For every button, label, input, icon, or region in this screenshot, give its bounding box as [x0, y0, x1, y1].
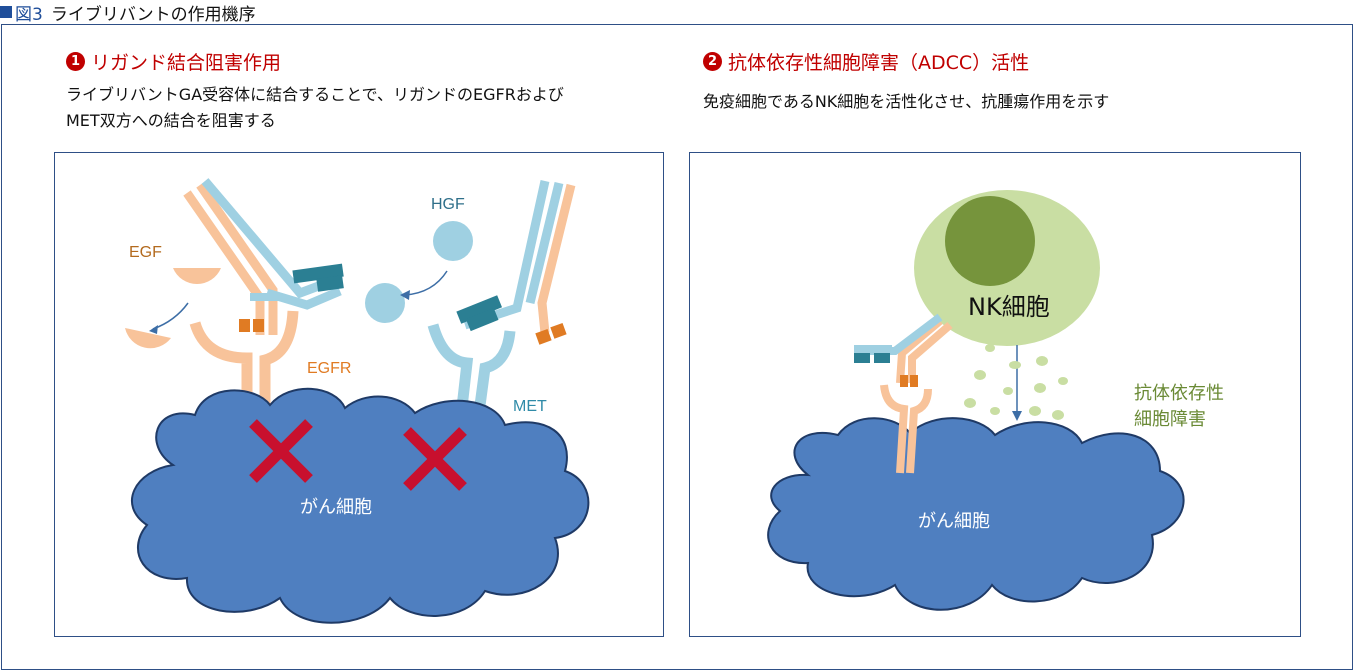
egf-arrow: [152, 302, 189, 330]
section2-description: 免疫細胞であるNK細胞を活性化させ、抗腫瘍作用を示す: [703, 92, 1110, 111]
hgf-arrow: [404, 270, 448, 296]
antibody-left: [183, 178, 344, 335]
met-receptor: [427, 323, 516, 444]
label-met: MET: [513, 398, 547, 415]
label-adcc-line1: 抗体依存性: [1134, 383, 1224, 404]
blocked-cross-right: [403, 427, 467, 491]
label-egf: EGF: [129, 244, 162, 261]
figure-number: 図3: [15, 4, 43, 25]
egfr-receptor-2: [880, 384, 932, 474]
panel1-diagram: EGF HGF EGFR MET がん細胞: [125, 178, 590, 624]
egf-arrowhead: [149, 325, 158, 334]
section1-description: ライブリバントGA受容体に結合することで、リガンドのEGFRおよび MET双方へ…: [66, 82, 564, 134]
section1-description-line1: ライブリバントGA受容体に結合することで、リガンドのEGFRおよび: [66, 85, 564, 104]
label-cancer-cell-2: がん細胞: [918, 511, 990, 532]
label-egfr: EGFR: [307, 360, 351, 377]
hgf-arrowhead: [400, 290, 410, 300]
panel-adcc: NK細胞 抗体依存性 細胞障害 がん細胞: [689, 152, 1301, 637]
title-square-icon: [0, 6, 12, 18]
label-cancer-cell-1: がん細胞: [300, 497, 372, 518]
section2-heading: 2 抗体依存性細胞障害（ADCC）活性: [703, 48, 1029, 75]
panel2-diagram: NK細胞 抗体依存性 細胞障害 がん細胞: [767, 190, 1224, 611]
blocked-cross-left: [249, 419, 313, 483]
section1-heading: 1 リガンド結合阻害作用: [66, 48, 281, 75]
egf-ligand-lower: [125, 328, 171, 349]
section1-description-line2: MET双方への結合を阻害する: [66, 111, 276, 130]
figure-frame: [1, 24, 1353, 670]
figure-title-text: ライブリバントの作用機序: [50, 4, 256, 25]
panel-ligand-blocking: EGF HGF EGFR MET がん細胞: [54, 152, 664, 637]
section1-badge: 1: [66, 52, 85, 71]
egf-ligand-upper: [173, 268, 221, 284]
cytotoxic-granules: [964, 344, 1068, 420]
label-hgf: HGF: [431, 196, 465, 213]
section2-badge: 2: [703, 52, 722, 71]
section1-heading-text: リガンド結合阻害作用: [91, 52, 282, 74]
antibody-right: [456, 180, 576, 345]
label-nk-cell: NK細胞: [968, 293, 1050, 321]
antibody-bound: [854, 313, 953, 387]
hgf-ligand-lower: [365, 283, 405, 323]
section2-heading-text: 抗体依存性細胞障害（ADCC）活性: [728, 52, 1030, 74]
nk-cell-nucleus: [945, 196, 1035, 286]
hgf-ligand-upper: [433, 221, 473, 261]
label-adcc-line2: 細胞障害: [1134, 409, 1206, 430]
egfr-receptor: [189, 310, 299, 443]
figure-title: 図3 ライブリバントの作用機序: [0, 1, 256, 25]
adcc-arrowhead: [1012, 411, 1022, 421]
cancer-cell-cloud: [130, 387, 590, 624]
